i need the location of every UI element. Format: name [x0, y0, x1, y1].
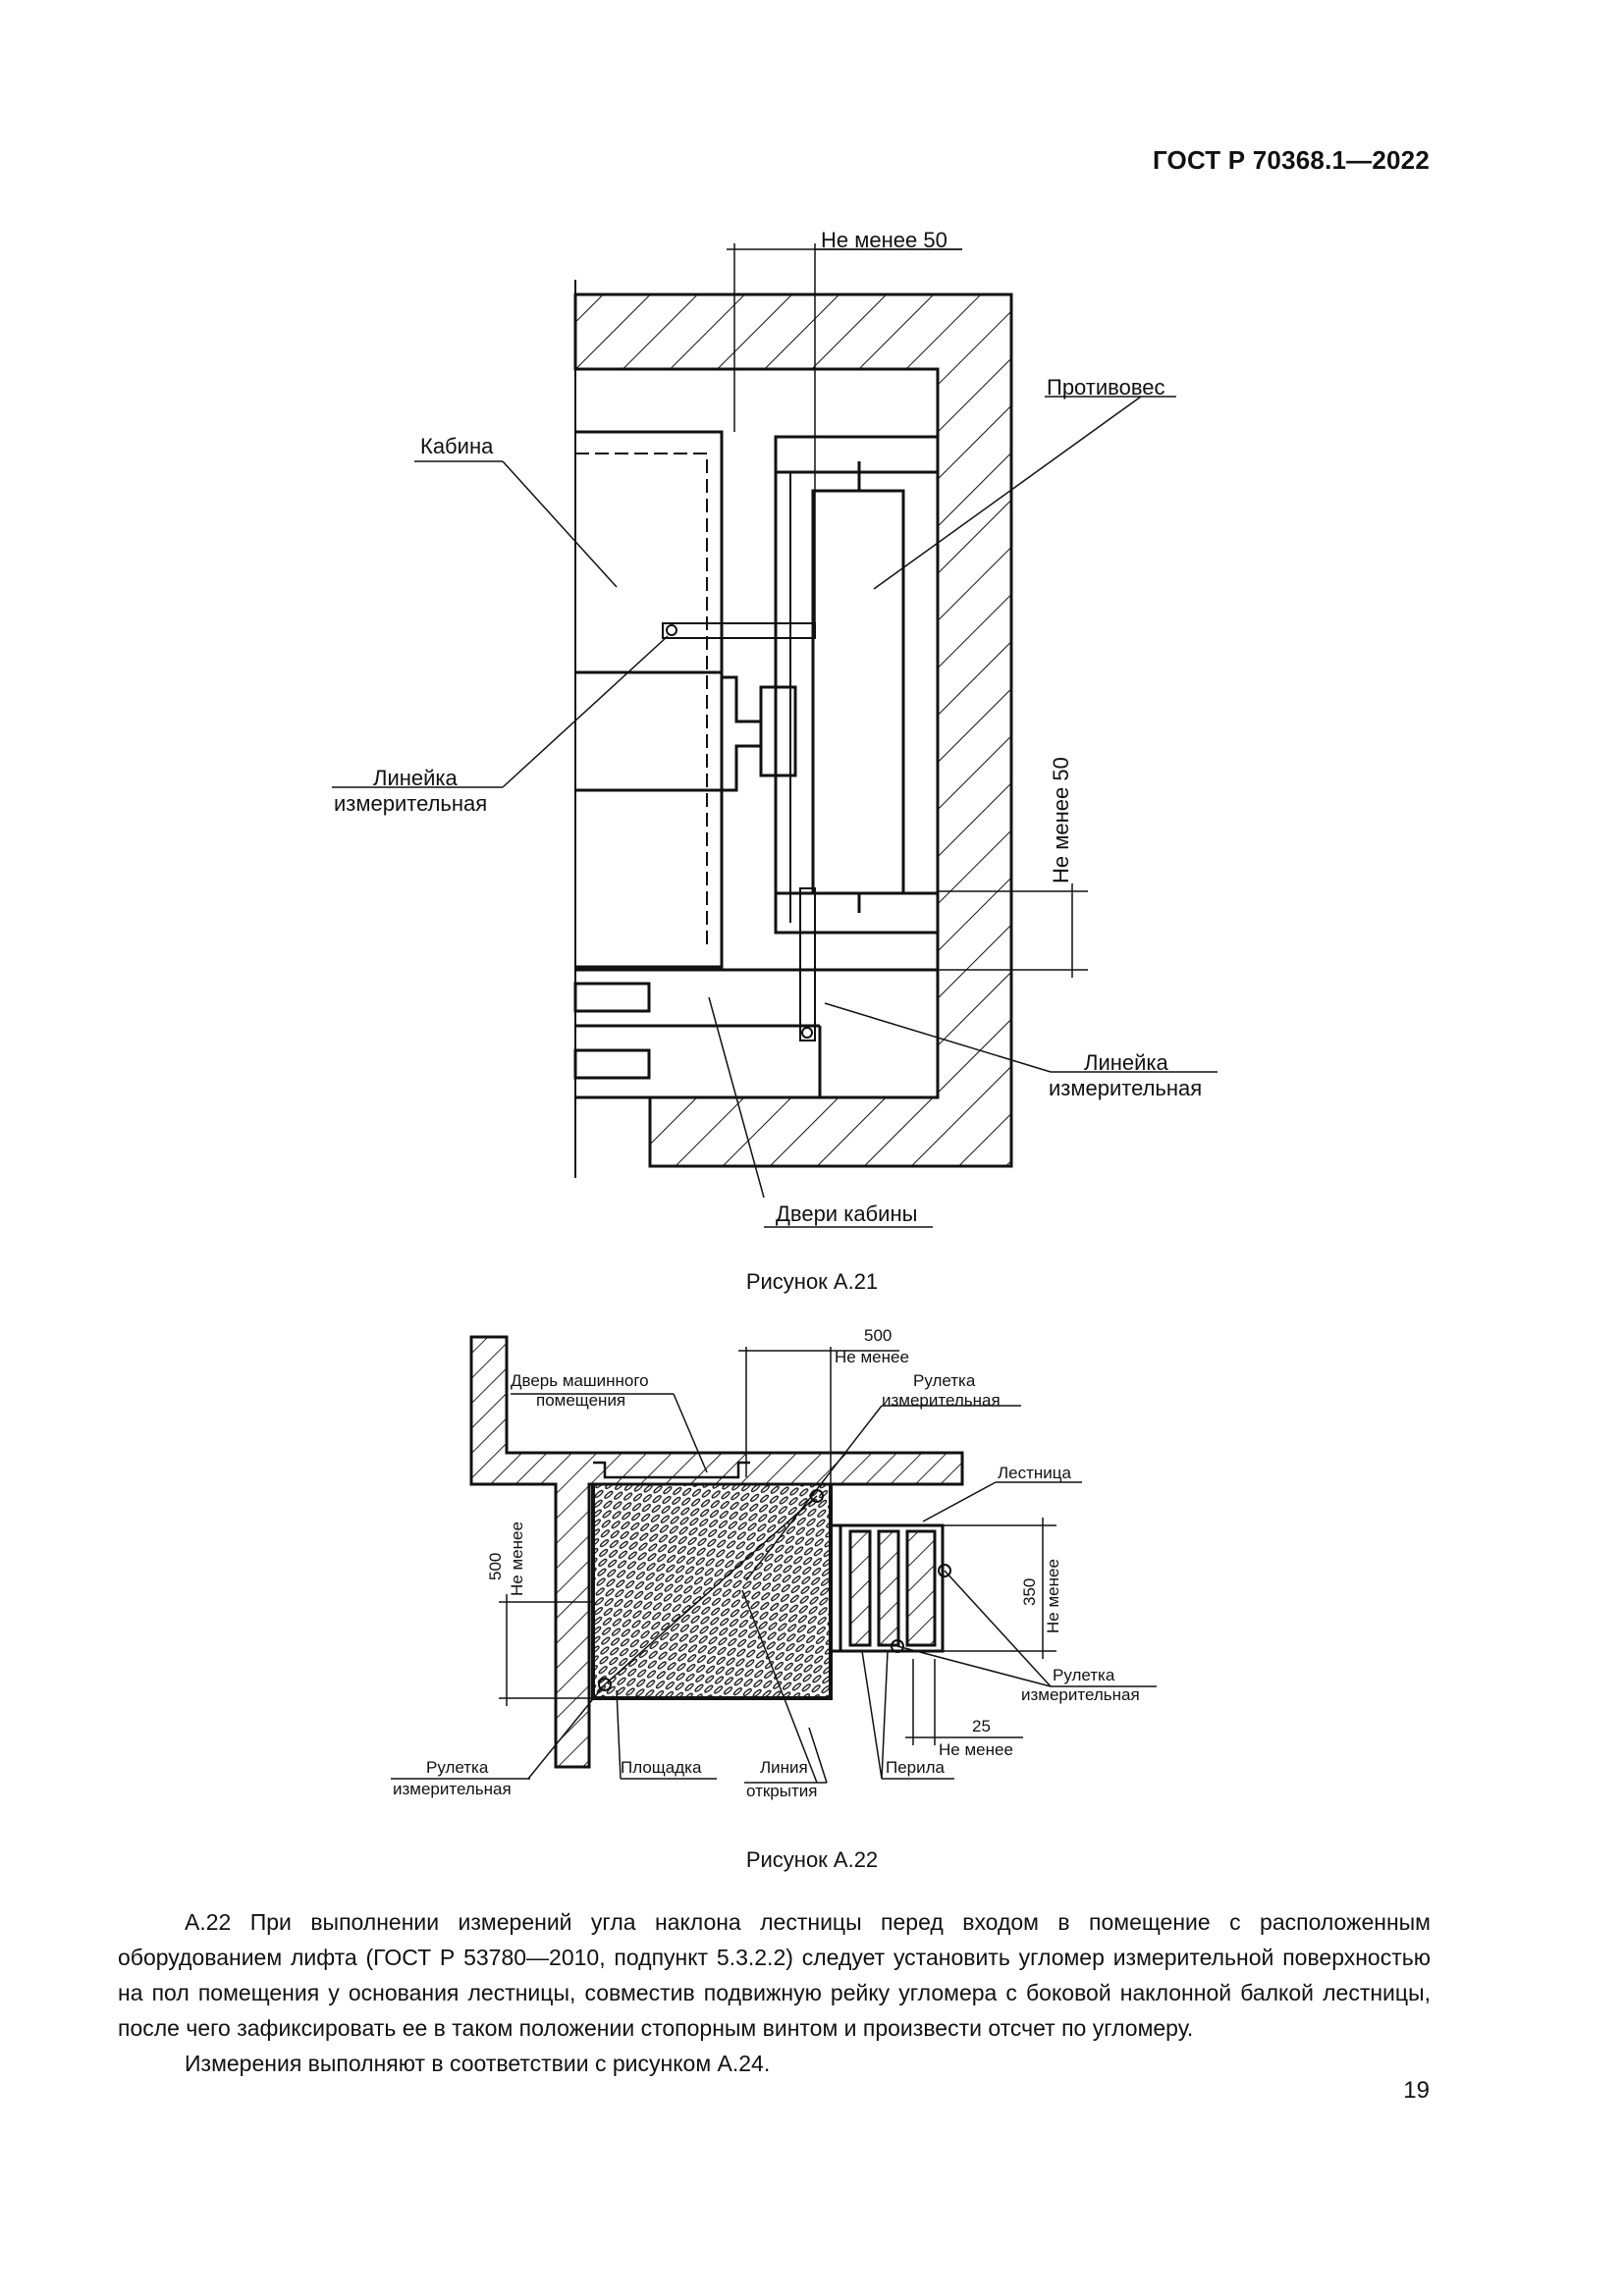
label-min-50-side: Не менее 50: [1049, 757, 1073, 883]
label-opening-2: открытия: [746, 1782, 817, 1800]
ruler-horizontal: [662, 622, 816, 639]
label-min-left: Не менее: [508, 1522, 526, 1596]
label-min-25: Не менее: [939, 1740, 1013, 1759]
label-tape-top-1: Рулетка: [913, 1371, 976, 1390]
ruler-vertical: [799, 887, 816, 1041]
label-railing: Перила: [886, 1758, 946, 1777]
label-ruler-left-1: Линейка: [373, 766, 459, 790]
label-500-top: 500: [864, 1326, 892, 1345]
label-counterweight: Противовес: [1047, 375, 1165, 400]
caption-figure-a22: Рисунок А.22: [745, 1847, 879, 1872]
label-min-50-top: Не менее 50: [821, 228, 947, 252]
label-tape-right-2: измерительная: [1021, 1685, 1140, 1704]
label-door-2: помещения: [536, 1391, 625, 1410]
page-number: 19: [1403, 2077, 1430, 2104]
cabin-outline: [575, 430, 724, 969]
label-tape-top-2: измерительная: [882, 1391, 1001, 1410]
label-350: 350: [1020, 1578, 1039, 1606]
label-tape-right-1: Рулетка: [1053, 1666, 1115, 1684]
label-stairs: Лестница: [998, 1464, 1072, 1482]
label-platform: Площадка: [621, 1758, 702, 1777]
cabin-doors: [575, 968, 940, 1099]
label-cabin: Кабина: [420, 434, 494, 458]
shaft-wall-hatched: [573, 293, 1013, 1168]
label-ruler-right-2: измерительная: [1049, 1076, 1202, 1100]
label-500-left: 500: [486, 1553, 505, 1580]
label-25: 25: [972, 1717, 991, 1735]
paragraph-measurement: Измерения выполняют в соответствии с рис…: [185, 2051, 771, 2076]
label-tape-left-1: Рулетка: [426, 1758, 489, 1777]
counterweight: [811, 489, 905, 895]
label-min-top: Не менее: [835, 1348, 909, 1366]
wall-hatched: [469, 1335, 964, 1769]
body-text: А.22 При выполнении измерений угла накло…: [118, 1904, 1431, 2081]
label-door-1: Дверь машинного: [511, 1371, 649, 1390]
label-min-right: Не менее: [1044, 1559, 1062, 1633]
caption-figure-a21: Рисунок А.21: [745, 1269, 879, 1294]
figure-a21-diagram: Не менее 50 Противовес Кабина Линейка из…: [332, 228, 1218, 1228]
label-ruler-right-1: Линейка: [1084, 1050, 1169, 1075]
label-cabin-doors: Двери кабины: [776, 1201, 917, 1226]
figure-a22-diagram: 500 Не менее Дверь машинного помещения Р…: [391, 1326, 1157, 1800]
paragraph-a22: А.22 При выполнении измерений угла накло…: [118, 1909, 1431, 2041]
label-tape-left-2: измерительная: [393, 1780, 512, 1798]
document-code: ГОСТ Р 70368.1—2022: [1152, 145, 1430, 175]
label-opening-1: Линия: [760, 1758, 808, 1777]
label-ruler-left-2: измерительная: [334, 791, 487, 816]
